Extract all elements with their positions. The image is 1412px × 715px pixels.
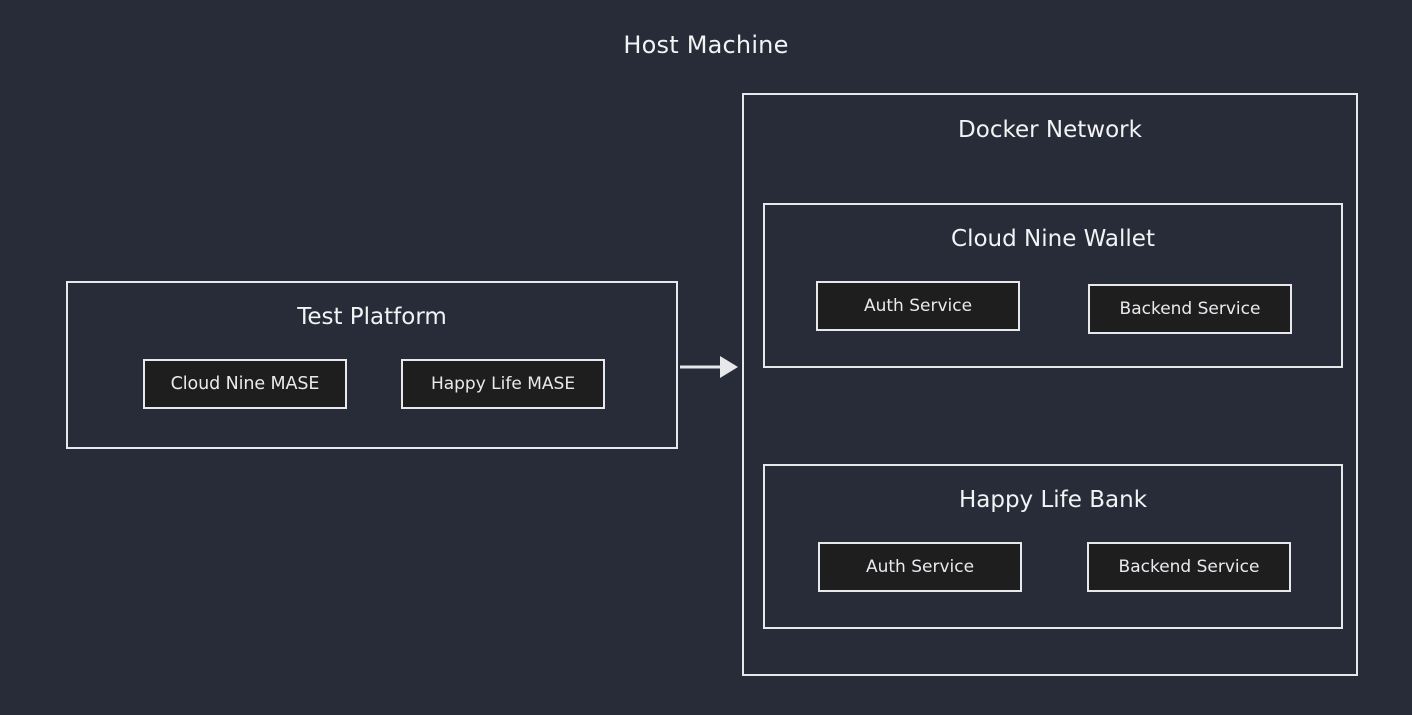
happy-life-bank-container: Happy Life Bank Auth Service Backend Ser… [763,464,1343,629]
page-title: Host Machine [623,31,789,59]
cloud-nine-wallet-auth-service-label: Auth Service [863,296,973,316]
test-platform-title: Test Platform [297,304,447,330]
connector-arrow-test-platform-to-docker-network [680,355,738,379]
docker-network-title: Docker Network [958,117,1142,143]
node-cloud-nine-mase[interactable]: Cloud Nine MASE [143,359,347,409]
test-platform-container: Test Platform Cloud Nine MASE Happy Life… [66,281,678,449]
arrow-head-icon [720,356,738,378]
happy-life-bank-backend-service-label: Backend Service [1118,557,1260,577]
cloud-nine-wallet-backend-service-label: Backend Service [1119,299,1261,319]
node-cloud-nine-mase-label: Cloud Nine MASE [170,374,320,394]
happy-life-bank-node-backend-service[interactable]: Backend Service [1087,542,1291,592]
cloud-nine-wallet-node-auth-service[interactable]: Auth Service [816,281,1020,331]
node-happy-life-mase[interactable]: Happy Life MASE [401,359,605,409]
cloud-nine-wallet-container: Cloud Nine Wallet Auth Service Backend S… [763,203,1343,368]
docker-network-container: Docker Network Cloud Nine Wallet Auth Se… [742,93,1358,676]
happy-life-bank-auth-service-label: Auth Service [865,557,975,577]
happy-life-bank-node-auth-service[interactable]: Auth Service [818,542,1022,592]
arrow-line [680,365,722,369]
node-happy-life-mase-label: Happy Life MASE [430,374,576,394]
cloud-nine-wallet-node-backend-service[interactable]: Backend Service [1088,284,1292,334]
cloud-nine-wallet-title: Cloud Nine Wallet [951,226,1155,252]
happy-life-bank-title: Happy Life Bank [958,487,1148,513]
